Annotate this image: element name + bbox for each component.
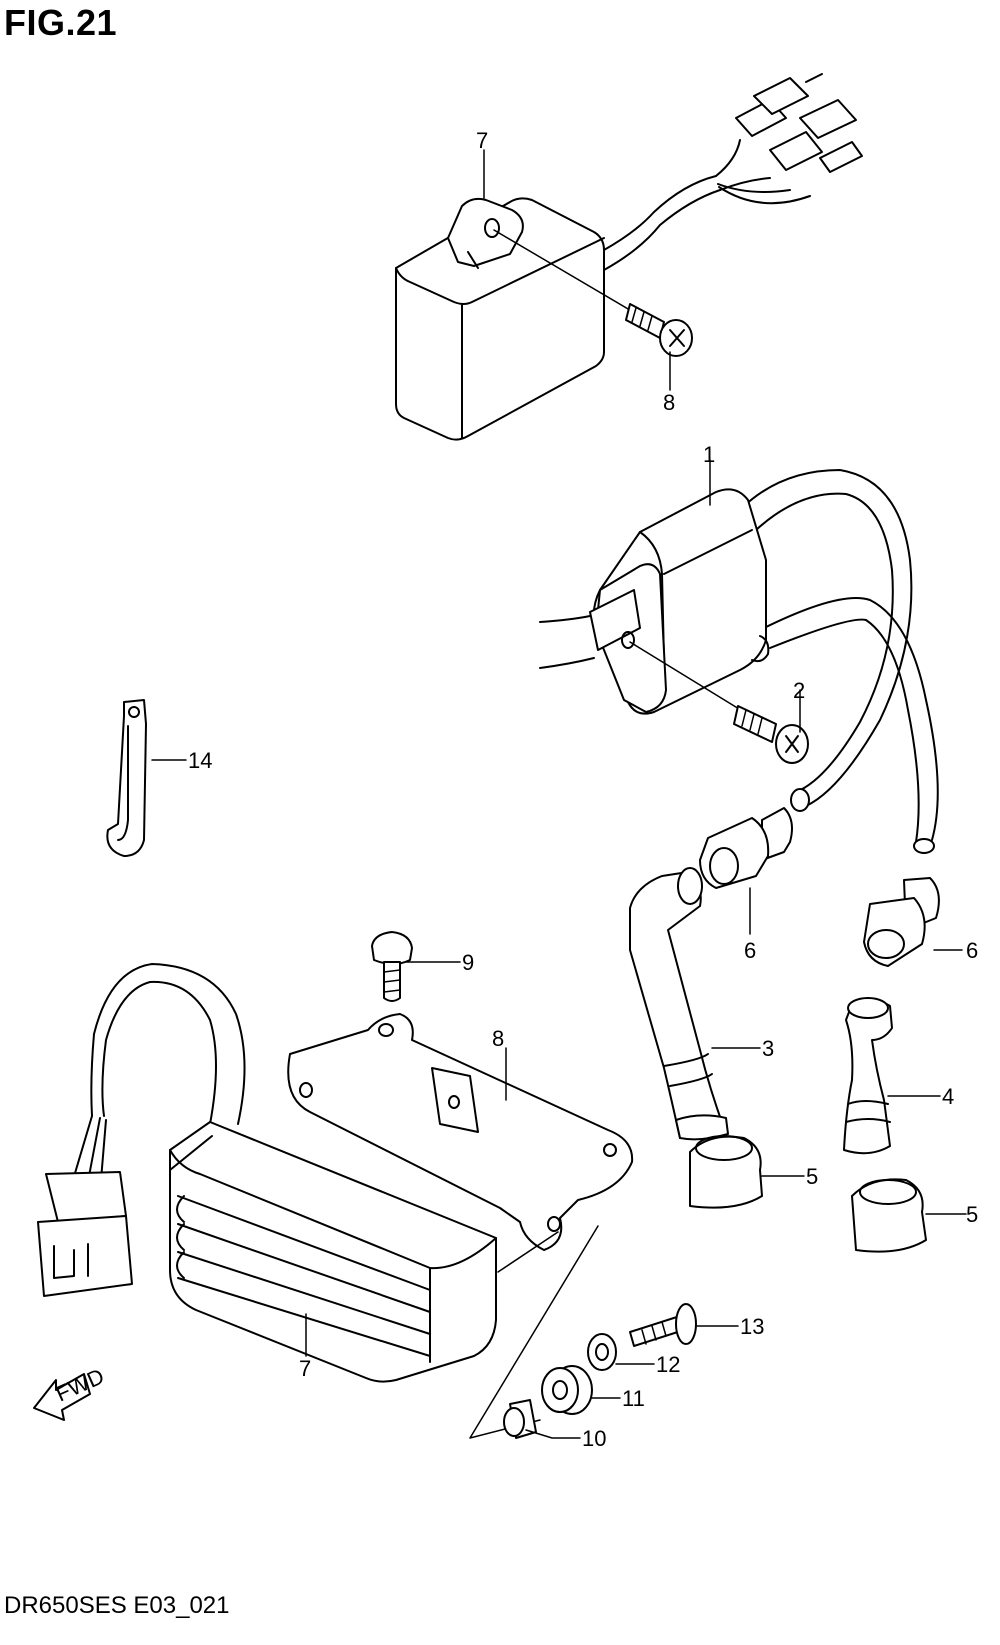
fwd-arrow-icon: FWD xyxy=(33,1363,108,1421)
plug-cap-seal-part-6-right xyxy=(863,877,940,967)
callout-11: 9 xyxy=(462,950,474,975)
callout-5-right: 5 xyxy=(966,1202,978,1227)
callout-15: 13 xyxy=(740,1314,764,1339)
figure-title: FIG.21 xyxy=(4,2,118,43)
plug-cap-seal-part-6-left xyxy=(699,807,793,889)
callout-12: 10 xyxy=(582,1426,606,1451)
bracket-part-10 xyxy=(287,1013,634,1251)
bolt-part-11 xyxy=(371,931,413,1002)
cdi-unit-part-7 xyxy=(395,73,863,441)
callout-7: 7 xyxy=(476,128,488,153)
callout-9: 7 xyxy=(299,1356,311,1381)
callout-10: 8 xyxy=(492,1026,504,1051)
callout-8: 8 xyxy=(663,390,675,415)
callout-6-right: 6 xyxy=(966,938,978,963)
plug-cap-part-4 xyxy=(843,997,893,1155)
figure-code: DR650SES E03_021 xyxy=(4,1592,230,1619)
boot-part-5-right xyxy=(851,1178,927,1253)
callout-16: 14 xyxy=(188,748,212,773)
callout-13: 11 xyxy=(622,1386,645,1411)
callout-3: 3 xyxy=(762,1036,774,1061)
callout-1: 1 xyxy=(703,442,715,467)
ignition-coil-part-1 xyxy=(539,469,939,854)
leader-lines xyxy=(151,149,967,1439)
plug-cap-part-3 xyxy=(629,867,729,1141)
callout-2: 2 xyxy=(793,678,805,703)
bolt-part-8 xyxy=(493,229,693,357)
regulator-part-9 xyxy=(37,963,559,1383)
callout-14: 12 xyxy=(656,1352,680,1377)
clamp-part-16 xyxy=(106,699,147,857)
bolt-part-2 xyxy=(629,641,809,764)
hardware-stack-parts-12-15 xyxy=(469,1225,697,1439)
callout-6-left: 6 xyxy=(744,938,756,963)
boot-part-5-left xyxy=(689,1135,763,1209)
callout-5-left: 5 xyxy=(806,1164,818,1189)
callout-4: 4 xyxy=(942,1084,954,1109)
